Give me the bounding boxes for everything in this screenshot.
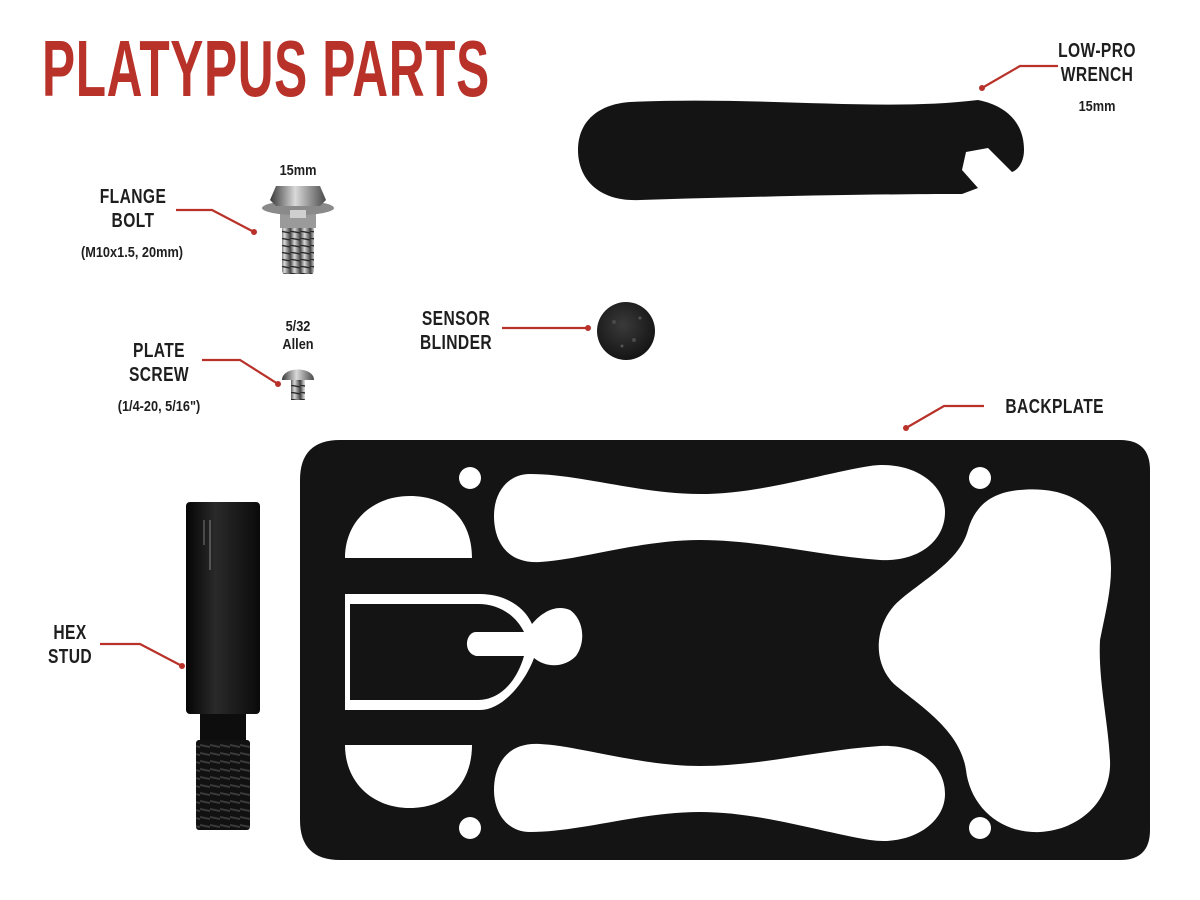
flange-bolt [262,186,334,274]
bolt-hex-head [270,186,326,206]
flange-bolt-spec: (M10x1.5, 20mm) [80,244,184,261]
leader-dots [179,85,985,669]
hex-stud-label-line2: STUD [47,646,93,668]
flange-bolt-leader [176,208,255,233]
leader-lines [100,64,1058,667]
hex-stud-label-line1: HEX [53,622,87,644]
backplate-leader [905,404,984,429]
wrench-spec: 15mm [1078,98,1116,115]
sensor-blinder-label-line1: SENSOR [421,308,491,330]
flange-bolt-label-line2: BOLT [111,210,155,232]
flange-bolt-size: 15mm [279,162,317,179]
backplate-label: BACKPLATE [1005,396,1104,418]
sensor-blinder [597,302,655,360]
backplate-slot-tab [350,604,524,700]
wrench-leader [981,64,1058,89]
screw-shank [291,378,305,400]
bolt-threads [282,226,314,274]
plate-screw-size-line2: Allen [282,336,314,353]
plate-screw-leader [202,358,279,385]
plate-screw [282,369,314,400]
wrench-label-line2: WRENCH [1060,64,1134,86]
stud-body [186,502,260,714]
stud-neck [200,714,246,740]
hex-stud [186,502,260,830]
sensor-blinder-label-line2: BLINDER [419,332,493,354]
plate-screw-spec: (1/4-20, 5/16") [117,398,201,415]
wrench-body [578,100,1024,201]
screw-button-head [282,369,314,380]
hex-stud-leader [100,642,183,667]
plate-screw-size-line1: 5/32 [285,318,311,335]
plate-screw-label-line1: PLATE [133,340,185,362]
bolt-collar [280,214,316,228]
flange-bolt-label-line1: FLANGE [99,186,167,208]
stud-threads [196,740,250,830]
plate-screw-label-line2: SCREW [128,364,190,386]
backplate [300,440,1150,860]
wrench-label-line1: LOW-PRO [1058,40,1136,62]
